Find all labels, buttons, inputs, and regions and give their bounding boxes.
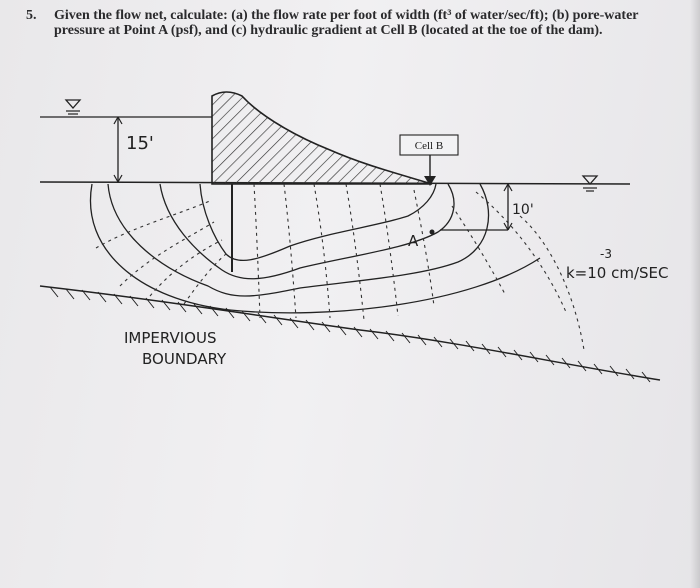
question-number: 5.	[26, 8, 37, 23]
cell-b-label: Cell B	[415, 140, 443, 152]
water-surface-icon	[64, 99, 82, 115]
permeability-exponent: -3	[600, 247, 612, 261]
tailwater-surface-icon	[581, 175, 599, 192]
boundary-label-line1: IMPERVIOUS	[124, 329, 216, 347]
headwater-dimension: 15'	[113, 116, 154, 183]
permeability-label: k=10 cm/SEC	[566, 264, 669, 282]
boundary-label-line2: BOUNDARY	[142, 350, 227, 368]
headwater-dim-label: 15'	[126, 133, 154, 154]
point-a: A	[408, 229, 435, 250]
impervious-boundary: IMPERVIOUS BOUNDARY	[39, 285, 661, 383]
question-text: 5. Given the flow net, calculate: (a) th…	[26, 8, 676, 38]
dam-body	[211, 91, 433, 185]
equipotential-lines	[95, 183, 585, 351]
tailwater-dimension: 10'	[440, 183, 534, 231]
question-body: Given the flow net, calculate: (a) the f…	[54, 8, 639, 38]
tailwater-dim-label: 10'	[512, 202, 534, 218]
flow-lines	[89, 183, 541, 314]
point-a-label: A	[408, 232, 419, 250]
cell-b-callout: Cell B	[399, 134, 459, 186]
page-shadow	[690, 0, 700, 588]
permeability-note: -3 k=10 cm/SEC	[566, 247, 669, 282]
